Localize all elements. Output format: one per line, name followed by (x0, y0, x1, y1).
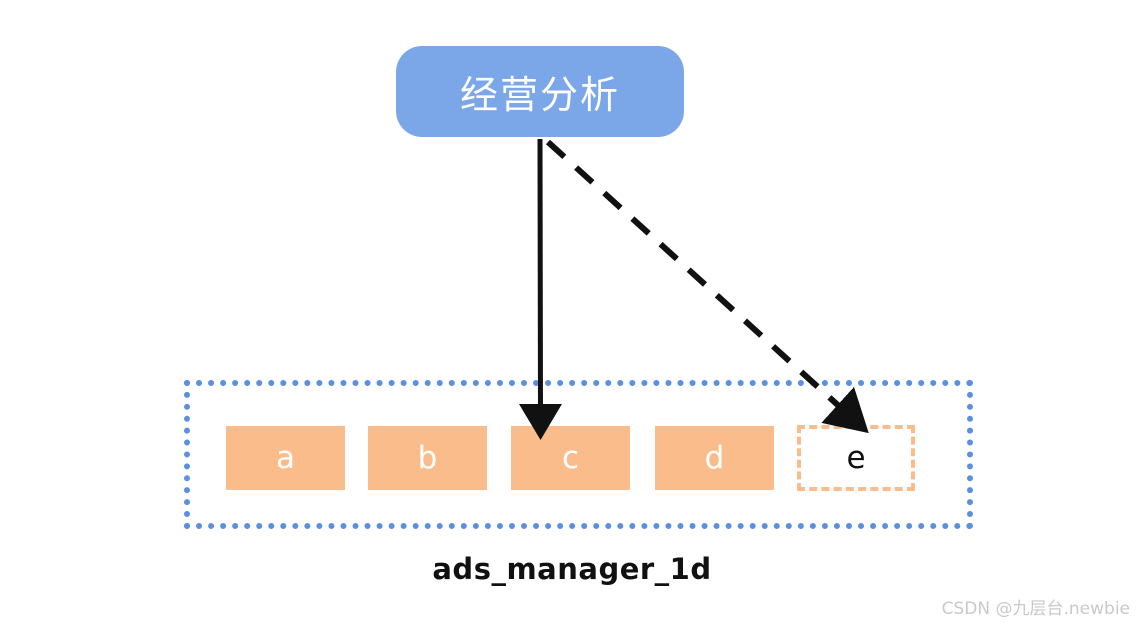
node-business-analysis[interactable]: 经营分析 (396, 46, 684, 137)
node-business-analysis-label: 经营分析 (459, 73, 620, 117)
container-caption: ads_manager_1d (0, 552, 1142, 586)
container-caption-text: ads_manager_1d (432, 552, 712, 586)
leaf-box-b-label: b (417, 440, 438, 476)
watermark-text: CSDN @九层台.newbie (941, 599, 1130, 619)
leaf-box-e-label: e (846, 440, 866, 476)
leaf-box-a[interactable]: a (226, 426, 345, 490)
leaf-box-e[interactable]: e (797, 425, 915, 491)
leaf-box-b[interactable]: b (368, 426, 487, 490)
leaf-box-d[interactable]: d (655, 426, 774, 490)
leaf-box-d-label: d (704, 440, 725, 476)
leaf-box-c[interactable]: c (511, 426, 630, 490)
connector-solid-to-c (518, 138, 562, 440)
connector-dashed-to-e (545, 139, 869, 434)
leaf-box-c-label: c (561, 440, 580, 476)
leaf-box-a-label: a (276, 440, 295, 476)
